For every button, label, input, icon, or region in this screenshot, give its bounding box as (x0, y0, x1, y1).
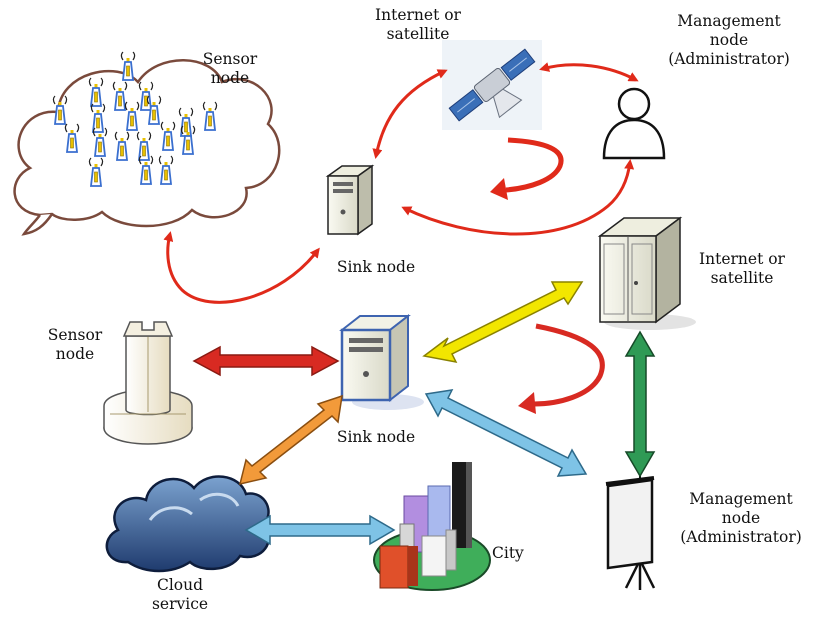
cloud-line-1: Cloud (156, 576, 204, 594)
top-internet-line-1: Internet or (375, 6, 461, 24)
top-sensor-line-2: node (210, 69, 250, 87)
bottom-sensor-line-1: Sensor (47, 326, 103, 344)
bottom-internet-line-2: satellite (710, 269, 774, 287)
cloud-label: Cloud service (140, 576, 220, 614)
bottom-management-line-2: node (721, 509, 761, 527)
sink-server-highlighted-icon (339, 313, 424, 410)
bottom-sink-label: Sink node (336, 428, 416, 446)
sensor-node-icon (92, 127, 108, 157)
arrow-cloud-city (244, 514, 396, 546)
bottom-network-arrows (192, 281, 656, 546)
sensor-node-icon (160, 121, 176, 151)
bottom-internet-label: Internet or satellite (692, 250, 792, 288)
arrow-satellite-management (539, 62, 639, 82)
arrow-sink-cloud (238, 394, 343, 486)
arrow-sink-management (424, 389, 588, 477)
arrow-internet-management (624, 330, 656, 478)
arrow-satellite-return (505, 137, 564, 193)
sensor-node-icon (88, 77, 104, 107)
projector-screen-icon (605, 474, 656, 590)
top-sensor-label: Sensor node (196, 50, 264, 88)
arrow-sink-sensor-cloud (163, 231, 320, 304)
arrow-sink-management (401, 159, 635, 236)
cloud-line-2: service (151, 595, 209, 613)
sensor-node-icon (90, 103, 106, 133)
top-management-line-2: node (709, 31, 749, 49)
sink-server-icon (325, 164, 375, 236)
sensor-node-icon (64, 123, 80, 153)
bottom-management-label: Management node (Administrator) (666, 490, 816, 547)
sensor-node-icon (146, 95, 162, 125)
bottom-management-line-1: Management (689, 490, 793, 508)
sensor-tower-icon (103, 321, 193, 445)
sensor-node-icon (136, 131, 152, 161)
top-network-arrows (163, 62, 639, 304)
internet-server-icon (597, 216, 696, 330)
administrator-icon (602, 87, 666, 160)
top-internet-line-2: satellite (386, 25, 450, 43)
arrow-internet-return (533, 323, 605, 407)
top-management-line-3: (Administrator) (668, 50, 790, 68)
sensor-node-icon (120, 51, 136, 81)
bottom-internet-line-1: Internet or (699, 250, 785, 268)
bottom-sensor-label: Sensor node (44, 326, 106, 364)
cloud-icon (105, 475, 270, 573)
sensor-node-icon (158, 155, 174, 185)
top-internet-label: Internet or satellite (368, 6, 468, 44)
top-management-line-1: Management (677, 12, 781, 30)
arrow-tower-sink (192, 345, 340, 377)
sensor-node-icon (138, 155, 154, 185)
sensor-node-icon (88, 157, 104, 187)
sensor-node-icon (114, 131, 130, 161)
sensor-node-icon (52, 95, 68, 125)
sensor-node-icon (180, 125, 196, 155)
arrow-satellite-sink (372, 69, 448, 159)
sensor-group (52, 51, 218, 187)
city-label: City (492, 544, 524, 562)
sensor-node-icon (124, 101, 140, 131)
bottom-sensor-line-2: node (55, 345, 95, 363)
top-sensor-line-1: Sensor (202, 50, 258, 68)
top-sink-label: Sink node (336, 258, 416, 276)
sensor-cloud-icon (13, 51, 281, 236)
bottom-management-line-3: (Administrator) (680, 528, 802, 546)
satellite-icon (442, 40, 542, 130)
arrow-sink-internet (422, 281, 584, 364)
sensor-node-icon (112, 81, 128, 111)
city-icon (373, 462, 491, 591)
top-management-label: Management node (Administrator) (654, 12, 804, 69)
sensor-node-icon (202, 101, 218, 131)
